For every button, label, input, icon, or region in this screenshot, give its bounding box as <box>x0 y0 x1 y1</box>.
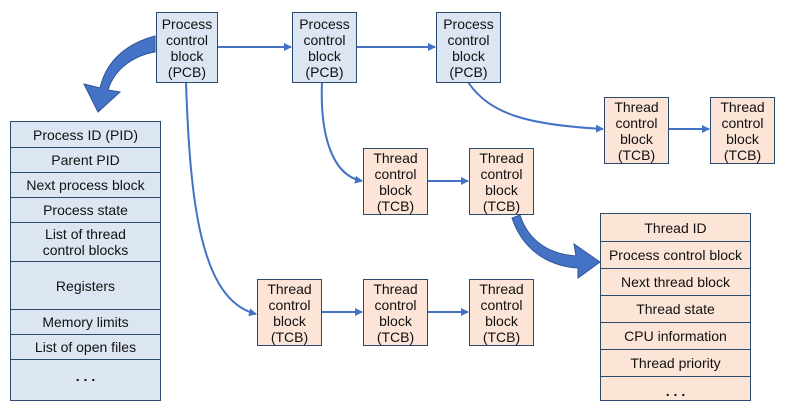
tcb-line: Thread <box>720 98 765 115</box>
tcb-line: control <box>374 296 417 313</box>
pcb-field-memory-limits: Memory limits <box>11 310 160 335</box>
process-control-block-table: Process ID (PID) Parent PID Next process… <box>10 121 161 401</box>
pcb-field-pid: Process ID (PID) <box>11 122 160 148</box>
tcb-line: Thread <box>479 149 524 166</box>
tcb-line: (TCB) <box>617 146 656 163</box>
pcb-box-3-line: Process <box>443 15 494 32</box>
tcb-line: block <box>485 181 518 198</box>
tcb-line: Thread <box>373 280 418 297</box>
tcb-line: control <box>268 296 311 313</box>
tcb-line: Thread <box>479 280 524 297</box>
tcb-field-pcb: Process control block <box>601 242 750 269</box>
tcb-field-priority: Thread priority <box>601 350 750 377</box>
pcb-field-next-process: Next process block <box>11 173 160 198</box>
pcb2-to-tcb-arrow <box>320 81 363 184</box>
thread-control-block-table: Thread ID Process control block Next thr… <box>600 213 751 401</box>
pcb-box-2-line: (PCB) <box>305 63 344 80</box>
tcb-line: (TCB) <box>376 197 415 214</box>
tcb-field-thread-id: Thread ID <box>601 214 750 242</box>
pcb-box-3-line: control <box>447 31 490 48</box>
pcb-box-3-line: block <box>452 47 485 64</box>
pcb-box-2-line: block <box>308 47 341 64</box>
pcb-box-2-line: control <box>303 31 346 48</box>
pcb-box-1-line: (PCB) <box>167 63 207 80</box>
tcb-line: control <box>615 114 658 131</box>
pcb-field-process-state: Process state <box>11 198 160 223</box>
tcb-line: control <box>480 165 523 182</box>
pcb-expand-curved-arrow <box>83 35 156 113</box>
pcb-field-parent-pid: Parent PID <box>11 148 160 173</box>
tcb-line: (TCB) <box>376 328 415 345</box>
tcb-line: Thread <box>614 98 659 115</box>
pcb-box-1-line: control <box>165 31 208 48</box>
tcb-line: (TCB) <box>482 328 521 345</box>
pcb-field-open-files: List of open files <box>11 335 160 360</box>
tcb-expand-curved-arrow <box>511 214 601 279</box>
pcb3-to-tcb-arrow <box>467 81 604 133</box>
tcb-field-next-thread: Next thread block <box>601 269 750 296</box>
pcb-box-2-line: Process <box>299 15 350 32</box>
tcb-line: block <box>620 130 653 147</box>
tcb-field-thread-state: Thread state <box>601 296 750 323</box>
tcb-line: control <box>374 165 417 182</box>
tcb-line: block <box>379 312 412 329</box>
tcb-line: block <box>379 181 412 198</box>
pcb-field-registers: Registers <box>11 262 160 310</box>
pcb1-to-tcb-row-arrow <box>185 81 257 317</box>
pcb-box-1-line: Process <box>161 15 213 32</box>
tcb-line: Thread <box>267 280 312 297</box>
pcb-field-thread-list: List of thread control blocks <box>11 223 160 262</box>
tcb-line: block <box>485 312 518 329</box>
tcb-line: block <box>726 130 759 147</box>
tcb-line: control <box>721 114 764 131</box>
tcb-line: block <box>273 312 306 329</box>
pcb-box-1-line: block <box>170 47 204 64</box>
tcb-field-cpu-info: CPU information <box>601 323 750 350</box>
tcb-line: (TCB) <box>270 328 309 345</box>
tcb-line: Thread <box>373 149 418 166</box>
tcb-line: control <box>480 296 523 313</box>
pcb-field-ellipsis: . . . <box>75 368 96 384</box>
tcb-field-ellipsis: . . . <box>665 383 686 399</box>
pcb-box-3-line: (PCB) <box>449 63 488 80</box>
tcb-line: (TCB) <box>482 197 521 214</box>
tcb-line: (TCB) <box>723 146 762 163</box>
